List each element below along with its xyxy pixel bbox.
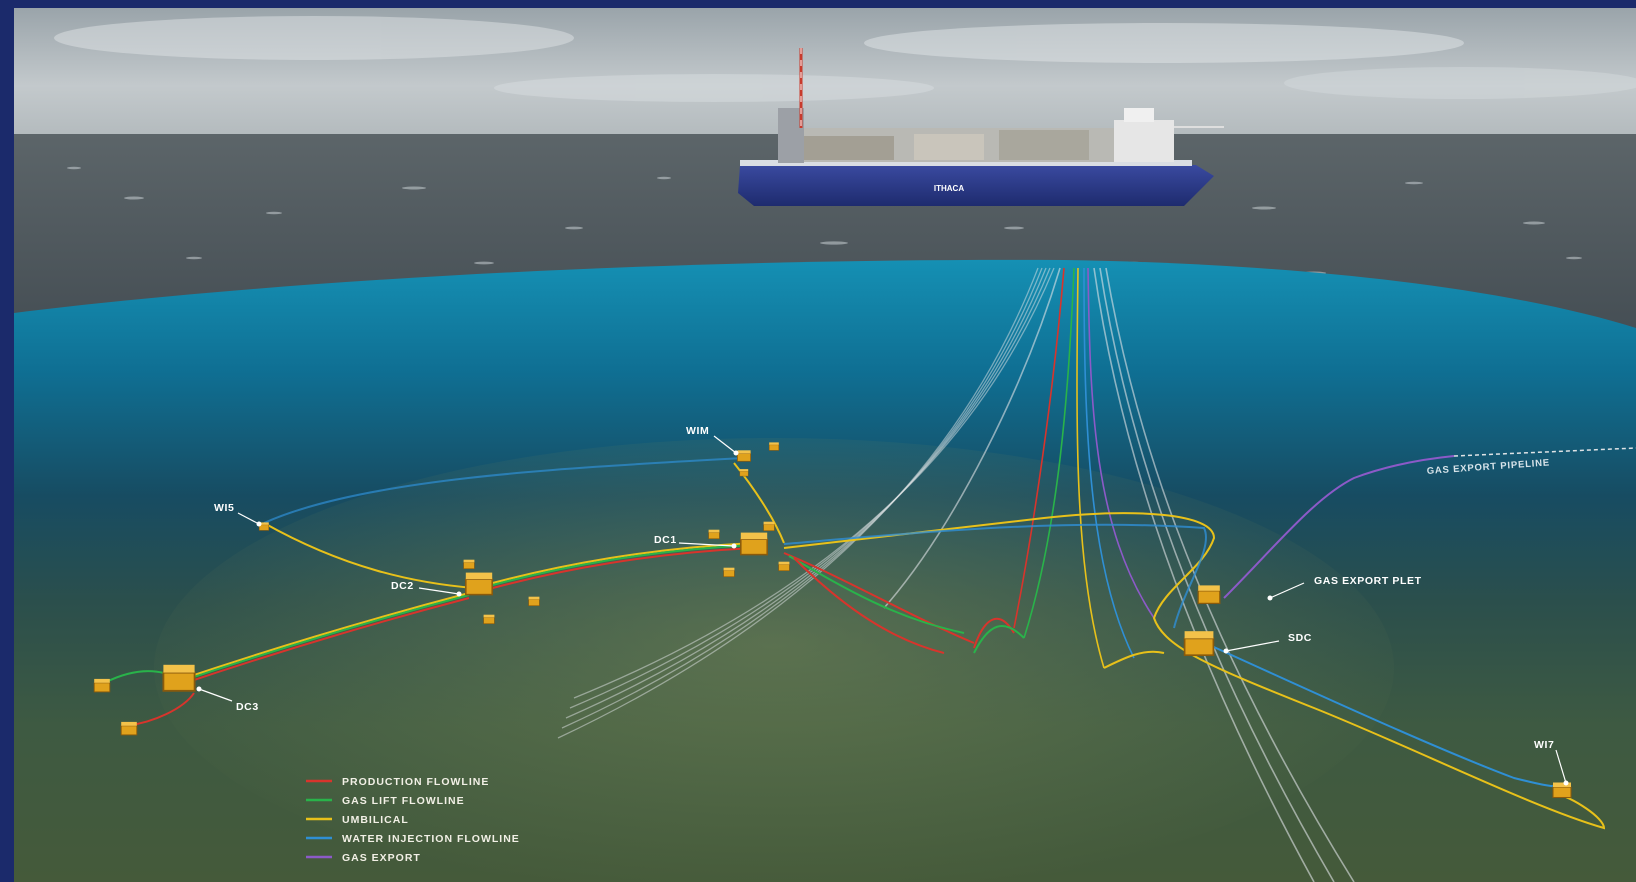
label-wim: WIM bbox=[686, 425, 709, 437]
label-dc1: DC1 bbox=[654, 534, 677, 546]
legend-item-gas-lift-flowline: GAS LIFT FLOWLINE bbox=[306, 795, 465, 807]
label-sdc: SDC bbox=[1288, 632, 1312, 644]
clouds bbox=[54, 16, 1636, 102]
label-dc2: DC2 bbox=[391, 580, 414, 592]
subsea-field-illustration: ITHACA bbox=[14, 8, 1636, 882]
legend-item-gas-export: GAS EXPORT bbox=[306, 852, 421, 864]
legend-item-umbilical: UMBILICAL bbox=[306, 814, 409, 826]
label-dc3: DC3 bbox=[236, 701, 259, 713]
diagram-frame: ITHACA bbox=[14, 8, 1636, 882]
label-wi7: WI7 bbox=[1534, 739, 1554, 751]
legend-label: WATER INJECTION FLOWLINE bbox=[342, 833, 520, 845]
fpso-vessel: ITHACA bbox=[738, 48, 1224, 206]
label-wi5: WI5 bbox=[214, 502, 234, 514]
seabed-light bbox=[154, 438, 1394, 882]
flowlines bbox=[103, 447, 1636, 830]
legend-label: PRODUCTION FLOWLINE bbox=[342, 776, 489, 788]
mooring-lines bbox=[557, 267, 1055, 739]
legend: PRODUCTION FLOWLINE GAS LIFT FLOWLINE UM… bbox=[306, 776, 520, 864]
legend-item-production-flowline: PRODUCTION FLOWLINE bbox=[306, 776, 489, 788]
label-gas-export-plet: GAS EXPORT PLET bbox=[1314, 575, 1422, 587]
legend-label: GAS EXPORT bbox=[342, 852, 421, 864]
legend-label: GAS LIFT FLOWLINE bbox=[342, 795, 465, 807]
legend-item-water-injection-flowline: WATER INJECTION FLOWLINE bbox=[306, 833, 520, 845]
legend-label: UMBILICAL bbox=[342, 814, 409, 826]
vessel-name: ITHACA bbox=[934, 184, 964, 193]
